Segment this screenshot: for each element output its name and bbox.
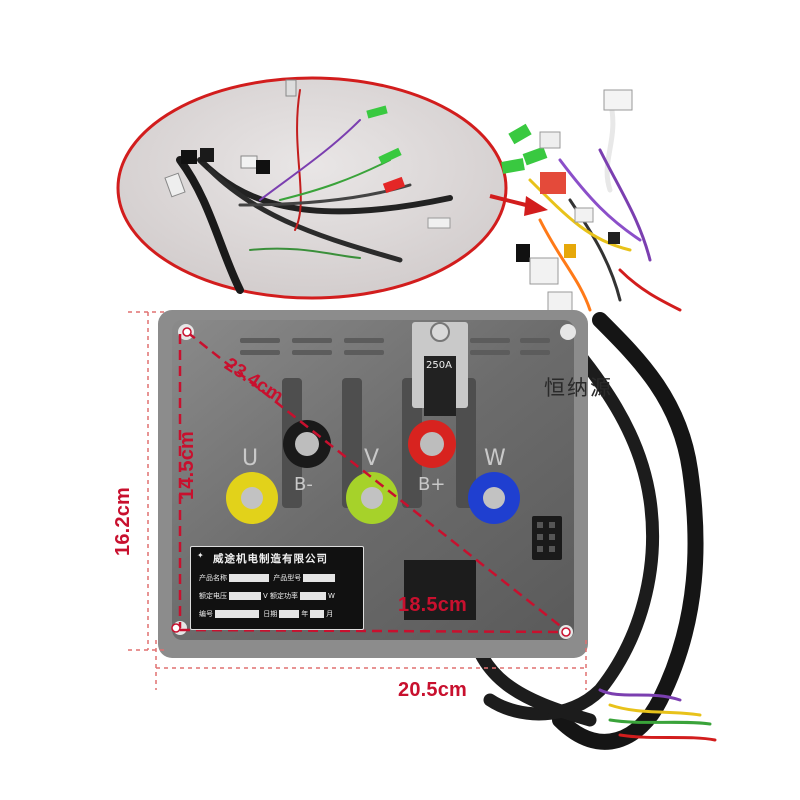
inner-height-label: 14.5cm [176,430,198,500]
nameplate-rated-power: 额定功率 [270,592,299,600]
inset-cable-bundle [176,156,244,294]
nameplate-rated-voltage: 额定电压 [199,592,227,600]
nameplate-serial: 编号 [199,610,213,618]
nameplate-month: 月 [326,610,334,618]
nameplate-logo-icon: ✦ [197,551,204,560]
connector-red [540,172,566,194]
signal-connector [532,516,562,560]
nameplate-product-name: 产品名称 [199,574,227,582]
label-b-minus: B- [294,474,313,495]
inner-width-line [179,628,567,634]
inner-width-label: 18.5cm [398,594,468,616]
nameplate: ✦ 威途机电制造有限公司 产品名称 产品型号 额定电压 V 额定功率 W 编号 日期… [190,546,364,630]
nameplate-product-model: 产品型号 [273,574,302,582]
nameplate-year: 年 [301,610,309,618]
terminal-b-minus [283,420,331,468]
nameplate-company: 威途机电制造有限公司 [213,553,328,565]
outer-dimension-lines [128,311,587,690]
terminal-v [346,472,398,524]
outer-width-label: 20.5cm [398,679,468,701]
terminal-w [468,472,520,524]
label-b-plus: B+ [418,474,446,495]
nameplate-voltage-unit: V [263,592,268,600]
dimension-endpoints [171,327,571,637]
terminal-b-plus [408,420,456,468]
phase-label-w: W [484,446,506,471]
inset-connector [181,150,197,164]
phase-label-v: V [364,446,380,471]
connector-white [603,89,633,111]
fuse-label: 250A [426,360,452,371]
wiring-inset [116,76,508,300]
phase-label-u: U [242,446,259,471]
nameplate-power-unit: W [328,592,335,600]
watermark: 恒纳源 [544,376,613,400]
nameplate-date: 日期 [263,610,278,618]
diagonal-dimension-line [186,331,569,633]
connector-green [508,123,532,145]
outer-height-label: 16.2cm [112,486,134,556]
terminal-u [226,472,278,524]
dimension-lines [178,331,569,634]
arrow-icon [489,194,548,216]
